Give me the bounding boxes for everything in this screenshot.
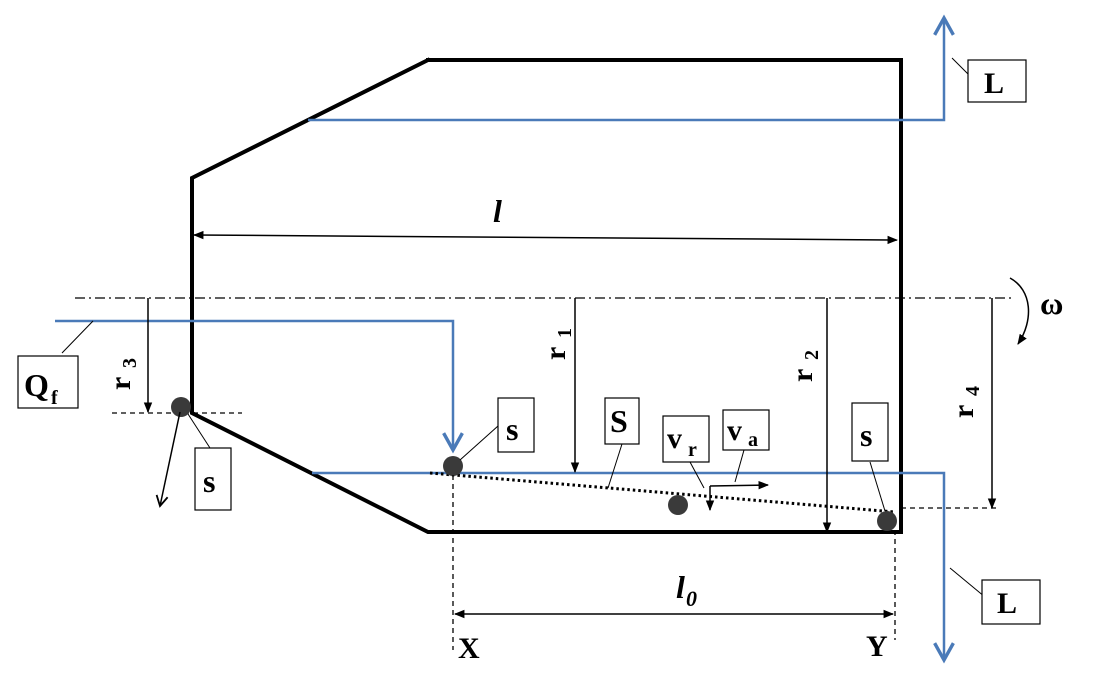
S-label: S [610, 403, 628, 439]
bottom-outlet-box [981, 579, 1041, 625]
right-s-box [851, 402, 889, 462]
top-outlet-leader [951, 57, 971, 77]
settling-trajectory [429, 471, 896, 514]
top-outlet-label: L [984, 67, 1004, 100]
vr-leader [689, 461, 705, 489]
left-s-box [194, 447, 232, 511]
feed-label: Q [24, 367, 49, 403]
l0-label-sub: 0 [686, 586, 697, 611]
vr-label: v [667, 422, 682, 455]
S-box [604, 397, 640, 445]
r4-label-sub: 4 [962, 386, 984, 396]
feed-flow [55, 319, 464, 454]
va-leader [734, 449, 745, 483]
omega-rotation-arrow [1009, 277, 1030, 345]
top-outlet-flow [308, 14, 955, 122]
r3-label: r [104, 377, 137, 390]
top-outlet-box [967, 59, 1027, 103]
mid-s-box [497, 397, 535, 453]
length-label: l [493, 193, 502, 229]
S-leader [607, 443, 623, 489]
x-label: X [458, 632, 480, 665]
left-s-leader [187, 413, 211, 449]
bottom-outlet-label: L [997, 587, 1017, 620]
particle-velocity [668, 495, 688, 515]
r1-label: r [539, 347, 572, 360]
r2-label-sub: 2 [801, 350, 823, 360]
vr-label-sub: r [688, 439, 697, 461]
bottom-outlet-leader [949, 567, 986, 598]
r1-label-sub: 1 [554, 328, 576, 338]
bowl-outline [190, 57, 903, 534]
va-label: v [727, 414, 742, 447]
mid-s-label: s [506, 411, 518, 447]
r4-label: r [947, 405, 980, 418]
particle-left [171, 397, 191, 417]
feed-box [17, 355, 79, 409]
r3-label-sub: 3 [119, 358, 141, 368]
particle-mid [443, 456, 463, 476]
va-label-sub: a [748, 429, 758, 451]
r2-label: r [786, 369, 819, 382]
left-trajectory-arrow [155, 411, 181, 508]
l0-label: l [676, 569, 685, 605]
bottom-outlet-flow [312, 471, 955, 664]
va-box [722, 409, 770, 451]
mid-s-leader [459, 425, 499, 461]
va-arrow [709, 480, 770, 490]
left-s-label: s [203, 463, 215, 499]
right-s-label: s [860, 417, 872, 453]
feed-label-sub: f [51, 387, 58, 409]
right-s-leader [869, 461, 886, 512]
y-label: Y [866, 630, 888, 663]
length-dimension [192, 230, 899, 245]
particle-right [877, 511, 897, 531]
vr-box [662, 415, 710, 463]
omega-label: ω [1040, 285, 1063, 321]
feed-leader [61, 320, 94, 354]
